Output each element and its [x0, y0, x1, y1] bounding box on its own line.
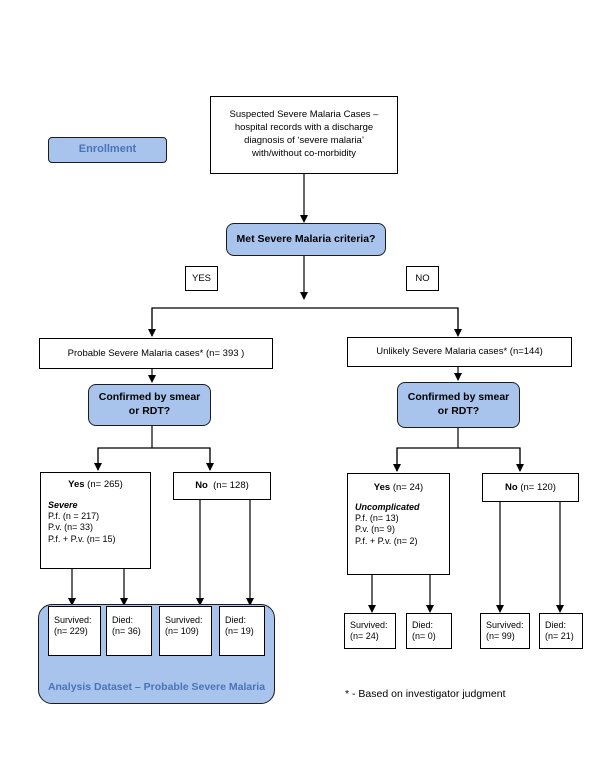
outcome-count: (n= 0) [412, 631, 436, 642]
footnote: * - Based on investigator judgment [345, 688, 506, 700]
outcome-label: Died: [545, 620, 567, 630]
criteria-label: Met Severe Malaria criteria? [236, 232, 376, 245]
right-no-title: No [505, 481, 518, 493]
outcome-survived-box: Survived: (n= 24) [344, 613, 396, 649]
right-yes-species: P.f. + P.v. (n= 2) [355, 535, 418, 546]
outcome-label: Survived: [165, 615, 203, 625]
right-yes-category: Uncomplicated [355, 501, 420, 512]
left-yes-species: P.f. (n = 217) [48, 511, 100, 522]
criteria-decision-box: Met Severe Malaria criteria? [226, 223, 386, 256]
unlikely-label: Unlikely Severe Malaria cases* (n=144) [376, 346, 543, 358]
suspected-line: diagnosis of ‘severe malaria’ [244, 135, 364, 146]
outcome-count: (n= 99) [486, 631, 515, 642]
left-yes-title: Yes [68, 479, 85, 490]
outcome-count: (n= 19) [225, 626, 254, 637]
right-yes-species: P.v. (n= 9) [355, 524, 395, 535]
suspected-line: hospital records with a discharge [234, 122, 374, 134]
outcome-died-box: Died: (n= 36) [106, 606, 152, 656]
left-no-title: No [195, 480, 208, 492]
outcome-count: (n= 21) [545, 631, 574, 642]
left-yes-count: (n= 265) [84, 479, 123, 490]
confirm-left-line: Confirmed by smear [98, 391, 201, 404]
suspected-line: Suspected Severe Malaria Cases – [229, 109, 379, 121]
probable-label: Probable Severe Malaria cases* (n= 393 ) [67, 347, 245, 359]
confirm-right-box: Confirmed by smear or RDT? [397, 382, 520, 428]
outcome-died-box: Died: (n= 19) [219, 606, 265, 656]
left-no-box: No (n= 128) [173, 472, 271, 500]
outcome-died-box: Died: (n= 0) [406, 613, 452, 649]
confirm-left-line: or RDT? [128, 405, 171, 417]
right-yes-heading: Yes (n= 24) [355, 482, 442, 494]
right-no-heading: No (n= 120) [505, 482, 556, 494]
right-no-box: No (n= 120) [482, 473, 579, 502]
no-branch-label: NO [406, 266, 439, 291]
right-yes-species: P.f. (n= 13) [355, 513, 399, 524]
outcome-label: Survived: [486, 620, 524, 630]
outcome-label: Survived: [350, 620, 388, 630]
probable-cases-box: Probable Severe Malaria cases* (n= 393 ) [39, 338, 273, 369]
confirm-right-line: or RDT? [437, 405, 480, 417]
right-yes-count: (n= 24) [390, 482, 424, 493]
enrollment-label: Enrollment [78, 143, 137, 156]
left-yes-species: P.v. (n= 33) [48, 522, 93, 533]
outcome-survived-box: Survived: (n= 229) [48, 606, 101, 656]
outcome-label: Died: [225, 615, 247, 625]
unlikely-cases-box: Unlikely Severe Malaria cases* (n=144) [347, 337, 572, 367]
left-no-count: (n= 128) [207, 480, 249, 492]
left-yes-species: P.f. + P.v. (n= 15) [48, 533, 116, 544]
outcome-survived-box: Survived: (n= 99) [480, 613, 530, 649]
left-yes-box: Yes (n= 265) Severe P.f. (n = 217) P.v. … [40, 472, 151, 569]
outcome-survived-box: Survived: (n= 109) [159, 606, 212, 656]
enrollment-box: Enrollment [48, 137, 167, 163]
outcome-count: (n= 36) [112, 626, 141, 637]
outcome-count: (n= 24) [350, 631, 379, 642]
left-yes-heading: Yes (n= 265) [48, 479, 143, 491]
left-yes-category: Severe [48, 499, 78, 510]
outcome-label: Died: [112, 615, 134, 625]
outcome-died-box: Died: (n= 21) [539, 613, 583, 649]
confirm-right-line: Confirmed by smear [407, 391, 510, 404]
confirm-left-box: Confirmed by smear or RDT? [88, 384, 211, 426]
analysis-dataset-label: Analysis Dataset – Probable Severe Malar… [47, 680, 266, 693]
suspected-cases-box: Suspected Severe Malaria Cases – hospita… [210, 96, 398, 174]
suspected-line: with/without co-morbidity [251, 147, 356, 159]
right-yes-box: Yes (n= 24) Uncomplicated P.f. (n= 13) P… [347, 473, 450, 575]
right-yes-title: Yes [373, 482, 391, 493]
outcome-count: (n= 229) [54, 626, 88, 637]
yes-branch-label: YES [185, 266, 218, 291]
yes-text: YES [191, 272, 211, 284]
outcome-label: Survived: [54, 615, 92, 625]
outcome-label: Died: [412, 620, 434, 630]
outcome-count: (n= 109) [165, 626, 199, 637]
left-no-heading: No (n= 128) [195, 480, 249, 492]
no-text: NO [415, 272, 430, 284]
right-no-count: (n= 120) [517, 481, 556, 493]
